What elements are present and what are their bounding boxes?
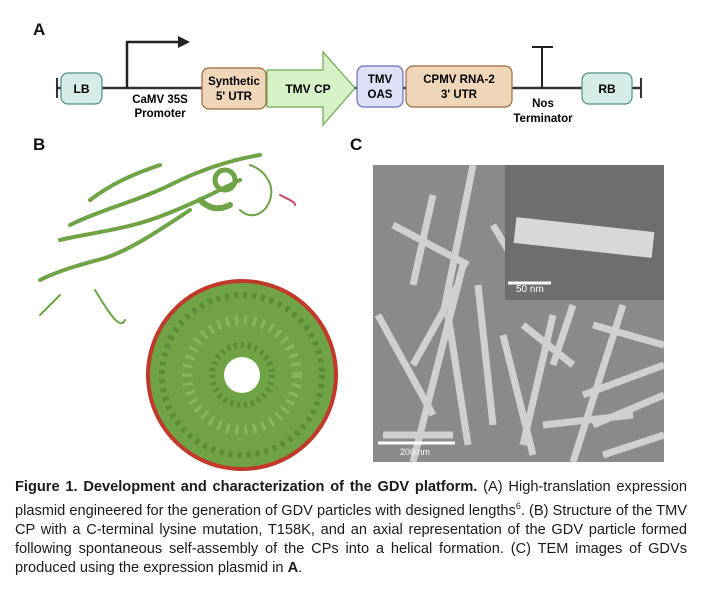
figure-caption: Figure 1. Development and characterizati… xyxy=(15,478,687,578)
protein-structure xyxy=(38,153,338,471)
terminator-icon xyxy=(532,46,553,88)
caption-end: . xyxy=(298,559,303,576)
lb-box: LB xyxy=(60,72,103,105)
svg-text:RB: RB xyxy=(598,82,616,96)
main-scale-label: 200 nm xyxy=(400,447,430,457)
rb-box: RB xyxy=(581,72,633,105)
tem-image: 50 nm 200 nm xyxy=(373,165,664,462)
inset-scale-label: 50 nm xyxy=(516,284,544,295)
caption-panel-ref: A xyxy=(287,559,299,576)
svg-text:3' UTR: 3' UTR xyxy=(441,89,478,101)
promoter-label: CaMV 35S xyxy=(132,94,188,106)
svg-text:CPMV RNA-2: CPMV RNA-2 xyxy=(423,74,495,86)
oas-box: TMV OAS xyxy=(356,65,404,108)
promoter-label-2: Promoter xyxy=(134,108,186,120)
gdv-axial-view-image xyxy=(146,279,338,471)
panel-label-a: A xyxy=(33,20,46,39)
plasmid-diagram: LB CaMV 35S Promoter Synthetic 5' UTR TM… xyxy=(56,36,642,127)
tmv-cp-arrow: TMV CP xyxy=(266,50,356,127)
svg-text:TMV CP: TMV CP xyxy=(285,82,330,96)
svg-text:TMV: TMV xyxy=(368,74,393,86)
caption-part2: . (B) Structure of the TMV CP with a C-t… xyxy=(15,502,687,576)
svg-text:LB: LB xyxy=(74,82,90,96)
svg-text:OAS: OAS xyxy=(368,89,393,101)
terminator-label-2: Terminator xyxy=(513,113,573,125)
utr5-box: Synthetic 5' UTR xyxy=(201,67,267,110)
svg-text:5' UTR: 5' UTR xyxy=(216,91,253,103)
caption-part1: (A) High-translation expression plasmid … xyxy=(15,479,687,519)
svg-text:Synthetic: Synthetic xyxy=(208,76,260,88)
panel-label-c: C xyxy=(350,135,363,154)
cp-ribbon-image xyxy=(38,153,296,325)
caption-title: Figure 1. Development and characterizati… xyxy=(15,479,478,495)
panel-label-b: B xyxy=(33,135,46,154)
caption-reference: 6 xyxy=(515,501,521,511)
utr3-box: CPMV RNA-2 3' UTR xyxy=(405,65,513,108)
terminator-label: Nos xyxy=(532,98,554,110)
promoter-arrow-icon xyxy=(125,36,190,88)
